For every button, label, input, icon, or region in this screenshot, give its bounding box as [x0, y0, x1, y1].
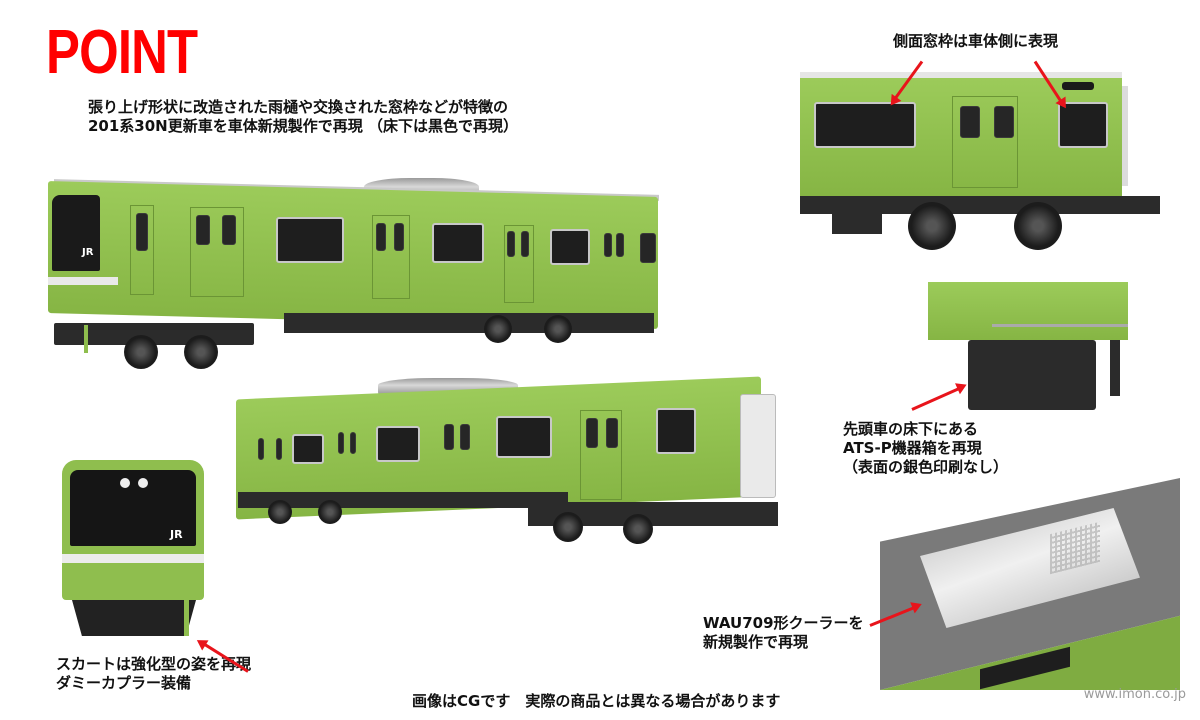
closeup-door-window	[960, 106, 980, 138]
door-window	[276, 438, 282, 460]
skirt-caption-line-1: スカートは強化型の姿を再現	[56, 655, 252, 673]
door	[130, 205, 154, 295]
front-cab-window	[52, 195, 100, 271]
closeup-end	[1122, 86, 1128, 186]
main-caption-line-1: 張り上げ形状に改造された雨樋や交換された窓枠などが特徴の	[88, 98, 509, 116]
ats-caption-line-3: （表面の銀色印刷なし）	[843, 458, 1009, 476]
car-end-gangway	[740, 394, 776, 498]
closeup-roof	[800, 72, 1122, 78]
door-window	[606, 418, 618, 448]
window-frame-caption: 側面窓枠は車体側に表現	[893, 32, 1059, 50]
door-window	[507, 231, 515, 257]
destination-indicator	[1062, 82, 1094, 90]
wheel	[544, 315, 572, 343]
front-white-stripe	[62, 554, 204, 563]
headlight-right	[138, 478, 148, 488]
front-jr-logo: JR	[170, 528, 183, 541]
cooler-caption: WAU709形クーラーを 新規製作で再現	[703, 614, 864, 652]
door	[190, 207, 244, 297]
dummy-coupler-hose	[84, 325, 88, 353]
ats-caption: 先頭車の床下にある ATS-P機器箱を再現 （表面の銀色印刷なし）	[843, 420, 1008, 477]
cooler-closeup-image	[880, 478, 1180, 690]
closeup-underfloor	[800, 196, 1160, 214]
closeup-end-window	[1058, 102, 1108, 148]
side-window	[496, 416, 552, 458]
ats-p-box	[968, 340, 1096, 410]
side-window	[432, 223, 484, 263]
ats-side-support	[1110, 340, 1120, 396]
wheel	[318, 500, 342, 524]
ats-box-closeup-image	[928, 282, 1128, 412]
ats-caption-line-2: ATS-P機器箱を再現	[843, 439, 982, 457]
disclaimer: 画像はCGです 実際の商品とは異なる場合があります	[412, 692, 781, 710]
door-window	[258, 438, 264, 460]
front-view-image: JR	[58, 440, 208, 640]
closeup-door	[952, 96, 1018, 188]
headlight-left	[120, 478, 130, 488]
door	[504, 225, 534, 303]
door-window	[586, 418, 598, 448]
closeup-wheel	[1014, 202, 1062, 250]
underfloor	[284, 313, 654, 333]
door-window	[604, 233, 612, 257]
end-window	[640, 233, 656, 263]
closeup-side-window	[814, 102, 916, 148]
closeup-box	[832, 202, 882, 234]
ats-closeup-body	[928, 282, 1128, 340]
wheel	[184, 335, 218, 369]
cooler-caption-line-1: WAU709形クーラーを	[703, 614, 864, 632]
skirt-caption: スカートは強化型の姿を再現 ダミーカプラー装備	[56, 655, 251, 693]
door	[372, 215, 410, 299]
ats-closeup-sill	[992, 324, 1128, 327]
door-window	[376, 223, 386, 251]
door-window	[196, 215, 210, 245]
window-closeup-image	[800, 72, 1160, 252]
door	[580, 410, 622, 500]
door-window	[136, 213, 148, 251]
main-caption-line-2: 201系30N更新車を車体新規製作で再現 （床下は黒色で再現）	[88, 117, 518, 135]
main-caption: 張り上げ形状に改造された雨樋や交換された窓枠などが特徴の 201系30N更新車を…	[88, 98, 518, 136]
page-title: POINT	[46, 18, 198, 87]
lead-car-image: JR	[44, 175, 664, 369]
door-window	[460, 424, 470, 450]
door-window	[616, 233, 624, 257]
trailing-car-image	[228, 372, 788, 544]
closeup-wheel	[908, 202, 956, 250]
door-window	[444, 424, 454, 450]
watermark: www.imon.co.jp	[1083, 687, 1186, 702]
door-window	[338, 432, 344, 454]
wheel	[124, 335, 158, 369]
side-window	[292, 434, 324, 464]
wheel	[623, 514, 653, 544]
door-window	[521, 231, 529, 257]
door-window	[394, 223, 404, 251]
wheel	[268, 500, 292, 524]
side-window	[276, 217, 344, 263]
skirt-caption-line-2: ダミーカプラー装備	[56, 674, 192, 692]
front-windshield	[70, 470, 196, 546]
side-window	[376, 426, 420, 462]
ats-caption-line-1: 先頭車の床下にある	[843, 420, 979, 438]
door-window	[222, 215, 236, 245]
dummy-coupler	[184, 598, 189, 636]
side-window	[550, 229, 590, 265]
wheel	[553, 512, 583, 542]
side-window	[656, 408, 696, 454]
jr-logo: JR	[82, 247, 94, 258]
skirt	[72, 600, 196, 636]
closeup-door-window	[994, 106, 1014, 138]
white-stripe	[48, 277, 118, 285]
cooler-caption-line-2: 新規製作で再現	[703, 633, 809, 651]
wheel	[484, 315, 512, 343]
door-window	[350, 432, 356, 454]
